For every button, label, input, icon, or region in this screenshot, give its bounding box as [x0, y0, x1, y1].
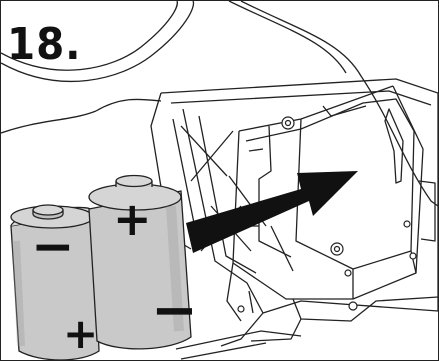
- battery-right-positive-symbol: +: [113, 196, 152, 242]
- battery-right-negative-symbol: −: [151, 283, 198, 339]
- battery-left-positive-symbol: +: [63, 313, 98, 355]
- battery-left-negative-symbol: −: [31, 221, 75, 273]
- step-number: 18.: [7, 19, 81, 70]
